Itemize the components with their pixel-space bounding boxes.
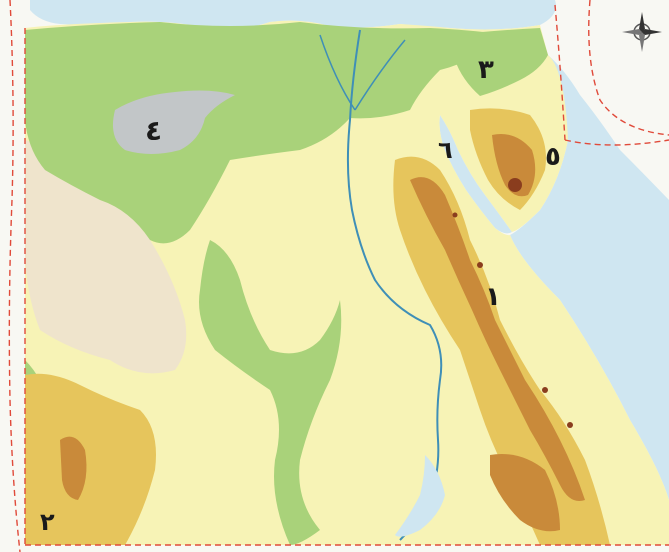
western-green-strip (199, 240, 342, 545)
mediterranean-sea (30, 0, 556, 30)
nile-delta-branch-west (319, 34, 356, 111)
eastern-desert-south-upland (490, 454, 560, 532)
nile-delta (320, 28, 400, 118)
southwest-mountain (60, 436, 87, 500)
label-red-sea-mountains: ١ (485, 282, 501, 312)
red-sea (510, 55, 669, 500)
southwest-uplands (25, 373, 156, 545)
gulf-of-suez (439, 115, 512, 234)
northeast-border (564, 139, 669, 146)
compass-rose-icon (622, 12, 662, 52)
label-qattara: ٤ (145, 114, 162, 147)
east-outer-border (588, 0, 669, 136)
qattara-depression (112, 90, 235, 154)
northern-lowland (25, 22, 500, 244)
sinai-mountains (492, 134, 536, 197)
peak-3 (567, 422, 573, 428)
red-sea-mountains-range (410, 177, 585, 501)
lake-nasser (395, 455, 445, 537)
label-gulf-suez: ٦ (438, 136, 453, 164)
peak-2 (542, 387, 548, 393)
great-sand-sea (25, 140, 187, 374)
peak-4 (452, 212, 458, 218)
label-sinai-north: ٣ (478, 55, 494, 85)
label-gilf-kebir: ٢ (40, 508, 55, 536)
sinai-lowland (450, 28, 548, 96)
eastern-border (554, 4, 566, 141)
label-sinai-south: ٥ (545, 142, 561, 172)
sinai-peak (508, 178, 522, 192)
west-outer-border (8, 0, 21, 552)
border-lines (8, 0, 669, 552)
nile-delta-branch-east (354, 39, 406, 111)
peak-1 (477, 262, 483, 268)
